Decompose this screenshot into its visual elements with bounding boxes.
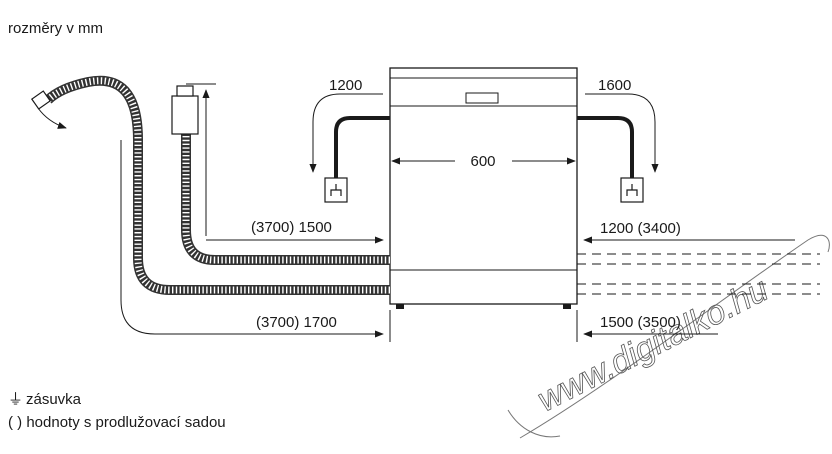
socket-icon-left [324,177,348,203]
socket-legend-icon: ⏚ [8,391,23,408]
power-cable-left [334,116,390,178]
socket-icon-right [620,177,644,203]
dim-top-left: 1200 [329,77,362,94]
dim-left-lower-line [120,140,384,338]
dim-left-lower: (3700) 1700 [256,314,337,331]
dim-left-upper: (3700) 1500 [251,219,332,236]
legend-socket: zásuvka [26,391,82,408]
dim-width: 600 [470,153,495,170]
arrow-cable-left [309,93,383,173]
arrow-drain-outlet [37,107,67,129]
arrow-cable-right [585,93,659,173]
units-title: rozměry v mm [8,20,103,37]
dim-top-right: 1600 [598,77,631,94]
inlet-hose [171,85,390,265]
legend: ⏚ zásuvka ( ) hodnoty s prodlužovací sad… [8,391,226,431]
dim-right-lower: 1500 (3500) [600,314,681,331]
drain-hose [30,75,390,295]
power-cable-right [577,116,634,178]
dim-right-upper: 1200 (3400) [600,220,681,237]
legend-extension: ( ) hodnoty s prodlužovací sadou [8,414,226,431]
dishwasher [389,67,578,309]
hose-dashed-continuation [577,253,820,295]
